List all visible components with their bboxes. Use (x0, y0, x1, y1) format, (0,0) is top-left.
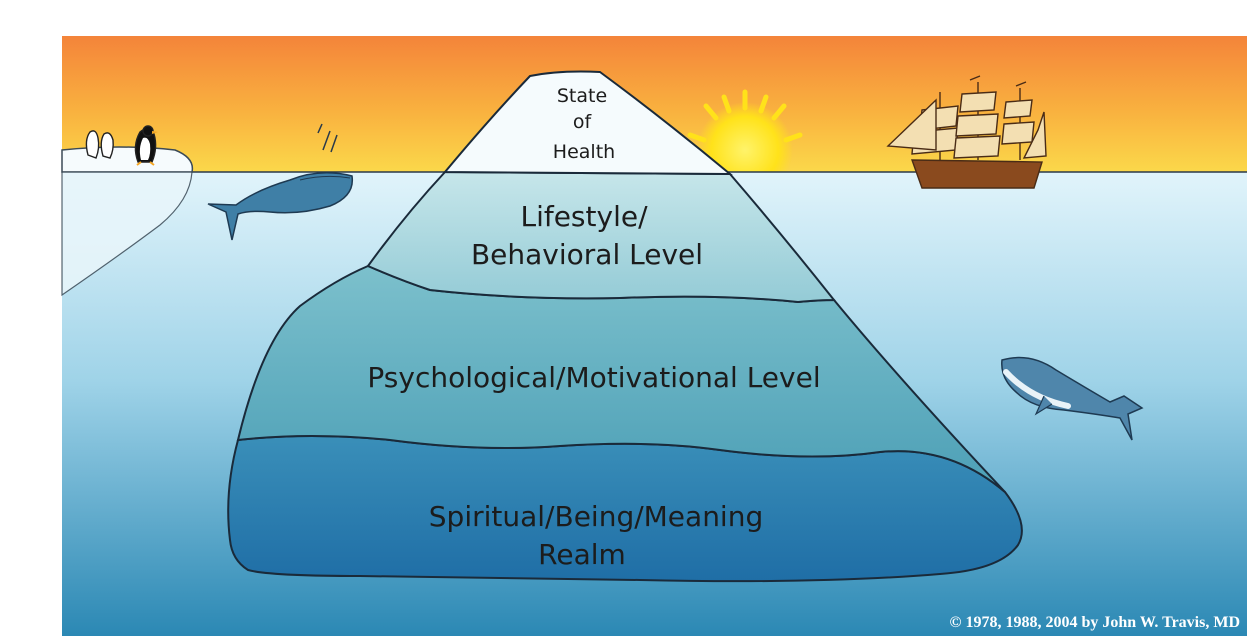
penguin-icon (85, 125, 158, 166)
tip-label-line-2: of (573, 111, 593, 133)
iceberg-lifestyle-layer (366, 170, 837, 304)
lifestyle-label-line-1: Lifestyle/ (520, 200, 648, 233)
spiritual-label-line-2: Realm (538, 538, 626, 571)
humpback-whale-icon (1001, 356, 1144, 441)
tip-label-line-1: State (557, 85, 607, 107)
copyright-credit: © 1978, 1988, 2004 by John W. Travis, MD (949, 614, 1240, 631)
iceberg-tip-layer (442, 70, 733, 176)
spiritual-label-line-1: Spiritual/Being/Meaning (429, 500, 763, 533)
lifestyle-label-line-2: Behavioral Level (471, 238, 703, 271)
whale-spout (317, 123, 338, 153)
whale-icon (207, 123, 354, 241)
tip-label-line-3: Health (553, 141, 615, 163)
psychological-label: Psychological/Motivational Level (367, 361, 820, 394)
sailing-ship-icon (886, 75, 1047, 189)
